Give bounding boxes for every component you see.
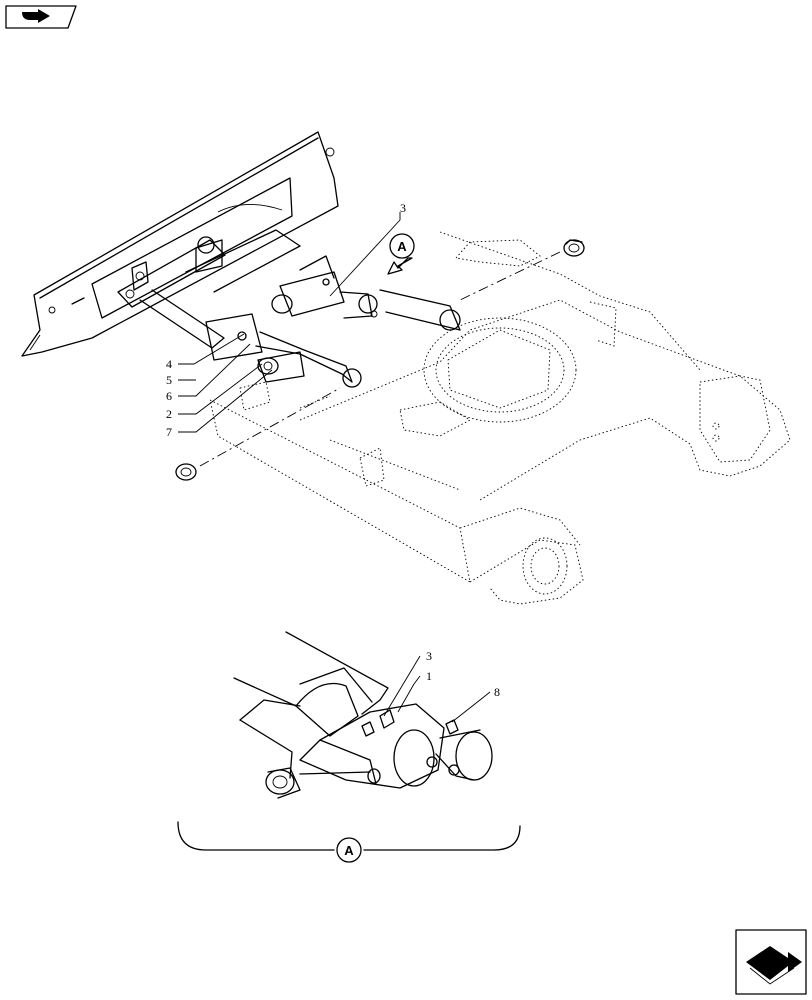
detail-callout-3: 3 <box>426 649 432 663</box>
center-lines <box>199 251 561 467</box>
bushings <box>175 239 585 481</box>
blade-cylinders <box>205 255 461 388</box>
callout-2: 2 <box>166 407 172 421</box>
detail-callout-8: 8 <box>494 685 500 699</box>
detail-callout-1: 1 <box>426 669 432 683</box>
detail-callout-labels: 3 1 8 <box>426 649 500 699</box>
callout-5: 5 <box>166 373 172 387</box>
detail-a-drawing <box>233 631 493 799</box>
undercarriage-frame <box>209 231 791 605</box>
main-leaders <box>178 212 401 433</box>
callout-4: 4 <box>166 357 172 371</box>
blade-lift-arm <box>117 229 301 349</box>
detail-leaders <box>383 655 491 723</box>
dozer-blade <box>21 131 339 357</box>
view-marker-a: A <box>397 239 407 254</box>
callout-6: 6 <box>166 389 172 403</box>
detail-view-label-a: A <box>344 843 354 858</box>
book-arrow-icon[interactable] <box>5 5 77 29</box>
callout-7: 7 <box>166 425 172 439</box>
callout-3-top: 3 <box>400 201 406 215</box>
detail-brace: A <box>177 821 521 863</box>
main-callout-labels: 4 5 6 2 7 3 <box>166 201 406 439</box>
page-navigation-icon[interactable] <box>735 929 807 995</box>
detail-a-arrow: A <box>387 233 415 275</box>
